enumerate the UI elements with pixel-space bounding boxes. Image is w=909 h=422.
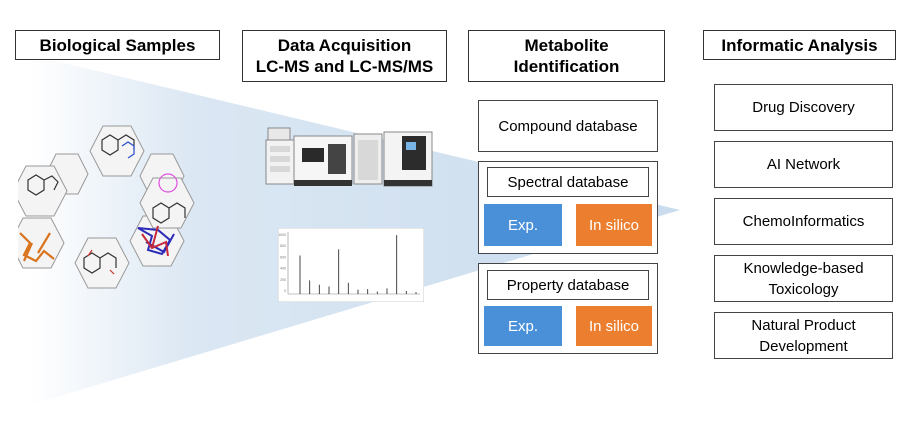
hexagon-tile bbox=[18, 217, 65, 269]
spectrum-tick-label: 0 bbox=[284, 289, 286, 293]
header-informatic-analysis: Informatic Analysis bbox=[703, 30, 896, 60]
hexagon-tile bbox=[74, 237, 130, 289]
spectrum-tick-label: 800 bbox=[280, 244, 286, 248]
header-biological-samples: Biological Samples bbox=[15, 30, 220, 60]
compound-database-box: Compound database bbox=[478, 100, 658, 152]
spectrum-tick-label: 200 bbox=[280, 278, 286, 282]
property-exp-badge: Exp. bbox=[484, 306, 562, 346]
spectrum-tick-label: 1000 bbox=[278, 233, 286, 237]
analysis-item-ai-network: AI Network bbox=[714, 141, 893, 188]
spectrum-tick-label: 600 bbox=[280, 255, 286, 259]
header-metabolite-identification: Metabolite Identification bbox=[468, 30, 665, 82]
property-insilico-badge: In silico bbox=[576, 306, 652, 346]
mass-spectrum-chart: 1000 800 600 400 200 0 bbox=[278, 228, 424, 302]
analysis-item-knowledge-based-toxicology: Knowledge-based Toxicology bbox=[714, 255, 893, 302]
spectral-database-label: Spectral database bbox=[487, 167, 649, 197]
molecule-hexagon-cluster bbox=[18, 125, 195, 289]
analysis-item-drug-discovery: Drug Discovery bbox=[714, 84, 893, 131]
analysis-item-natural-product-development: Natural Product Development bbox=[714, 312, 893, 359]
spectral-exp-badge: Exp. bbox=[484, 204, 562, 246]
header-data-acquisition: Data Acquisition LC-MS and LC-MS/MS bbox=[242, 30, 447, 82]
lcms-instrument-image bbox=[265, 127, 433, 187]
spectral-insilico-badge: In silico bbox=[576, 204, 652, 246]
property-database-label: Property database bbox=[487, 270, 649, 300]
analysis-item-chemoinformatics: ChemoInformatics bbox=[714, 198, 893, 245]
spectrum-tick-label: 400 bbox=[280, 267, 286, 271]
